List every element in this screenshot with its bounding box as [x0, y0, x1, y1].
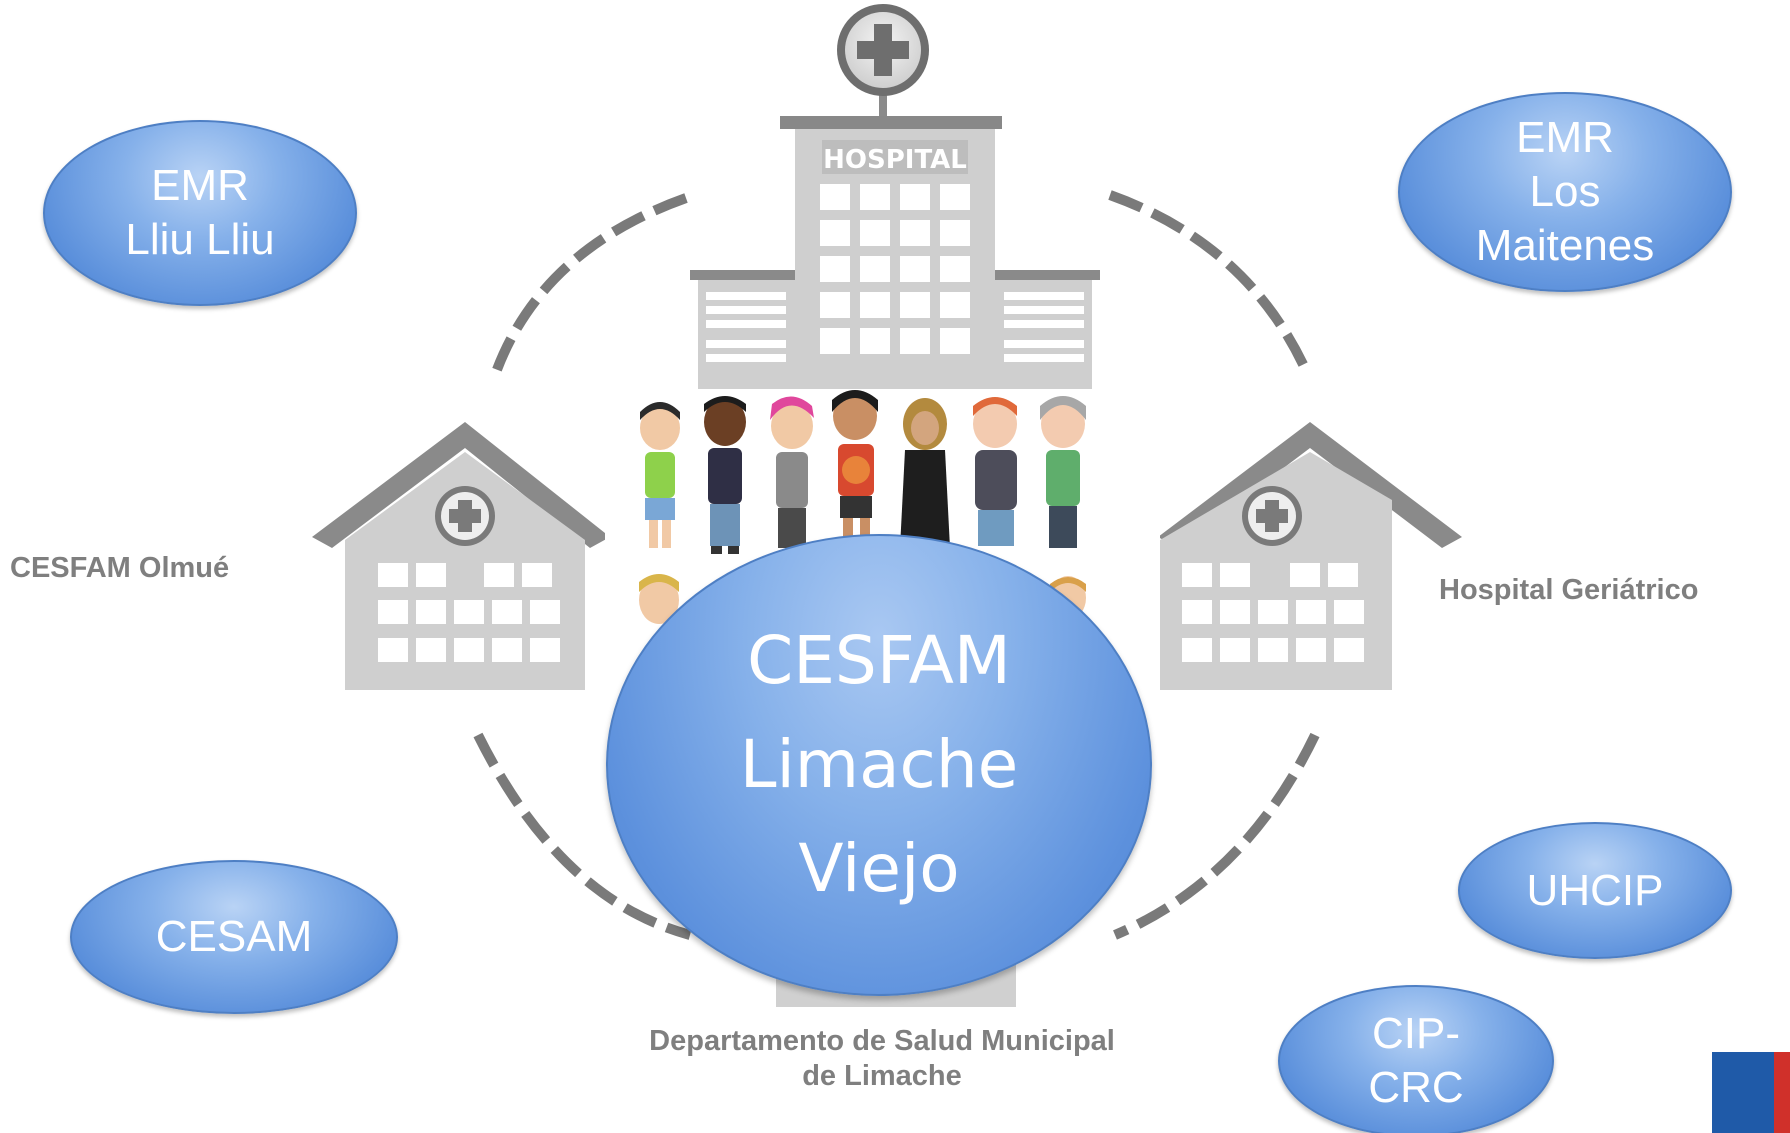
node-emr-los-maitenes: EMR Los Maitenes	[1398, 92, 1732, 292]
clinic-right-icon	[1158, 422, 1462, 690]
ring-arc-top-right	[1108, 190, 1313, 378]
label-cesfam-olmue: CESFAM Olmué	[10, 552, 230, 584]
label-departamento-salud: Departamento de Salud Municipal de Limac…	[649, 1025, 1115, 1093]
ring-arc-bottom-left	[473, 732, 692, 940]
government-logo-icon	[1712, 1052, 1790, 1133]
ring-arc-bottom-right	[1113, 732, 1320, 940]
node-label: EMR Los Maitenes	[1475, 113, 1655, 270]
node-center-cesfam-limache-viejo: CESFAM Limache Viejo	[606, 534, 1152, 996]
node-uhcip: UHCIP	[1458, 822, 1732, 959]
node-cesam: CESAM	[70, 860, 398, 1014]
hospital-building-icon: HOSPITAL	[690, 4, 1100, 389]
node-label: UHCIP	[1526, 865, 1664, 915]
label-hospital-geriatrico: Hospital Geriátrico	[1439, 574, 1699, 606]
people-group-icon	[639, 390, 1086, 624]
clinic-left-icon	[312, 422, 610, 690]
node-cip-crc: CIP- CRC	[1278, 985, 1554, 1133]
dashed-ring	[473, 190, 1320, 940]
center-label: CESFAM Limache Viejo	[739, 621, 1019, 908]
node-emr-lliu-lliu: EMR Lliu Lliu	[43, 120, 357, 306]
node-label: EMR Lliu Lliu	[125, 161, 275, 264]
node-label: CESAM	[155, 912, 313, 962]
node-label: CIP- CRC	[1368, 1009, 1464, 1112]
ring-arc-top-left	[490, 193, 688, 377]
hospital-sign: HOSPITAL	[823, 145, 967, 175]
